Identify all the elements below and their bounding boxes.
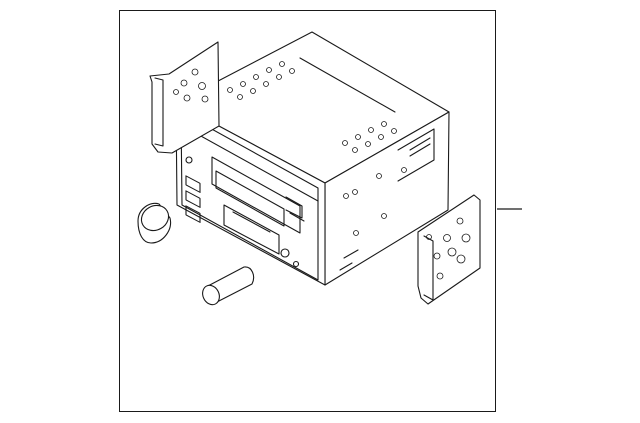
left-mounting-bracket[interactable] [149, 41, 220, 154]
radio-front-face [175, 102, 326, 286]
side-screw-holes [343, 167, 407, 236]
front-jack[interactable] [280, 248, 290, 258]
preset-button-2[interactable] [185, 190, 201, 208]
preset-button-1[interactable] [185, 175, 201, 193]
volume-knob[interactable] [200, 266, 255, 308]
right-mounting-bracket[interactable] [417, 194, 481, 305]
preset-button-3[interactable] [185, 205, 201, 223]
diagram-frame [119, 10, 496, 412]
top-vent-holes [227, 61, 397, 153]
radio-receiver-unit[interactable] [175, 31, 450, 286]
control-knob[interactable] [137, 201, 173, 244]
front-indicator [185, 156, 193, 164]
